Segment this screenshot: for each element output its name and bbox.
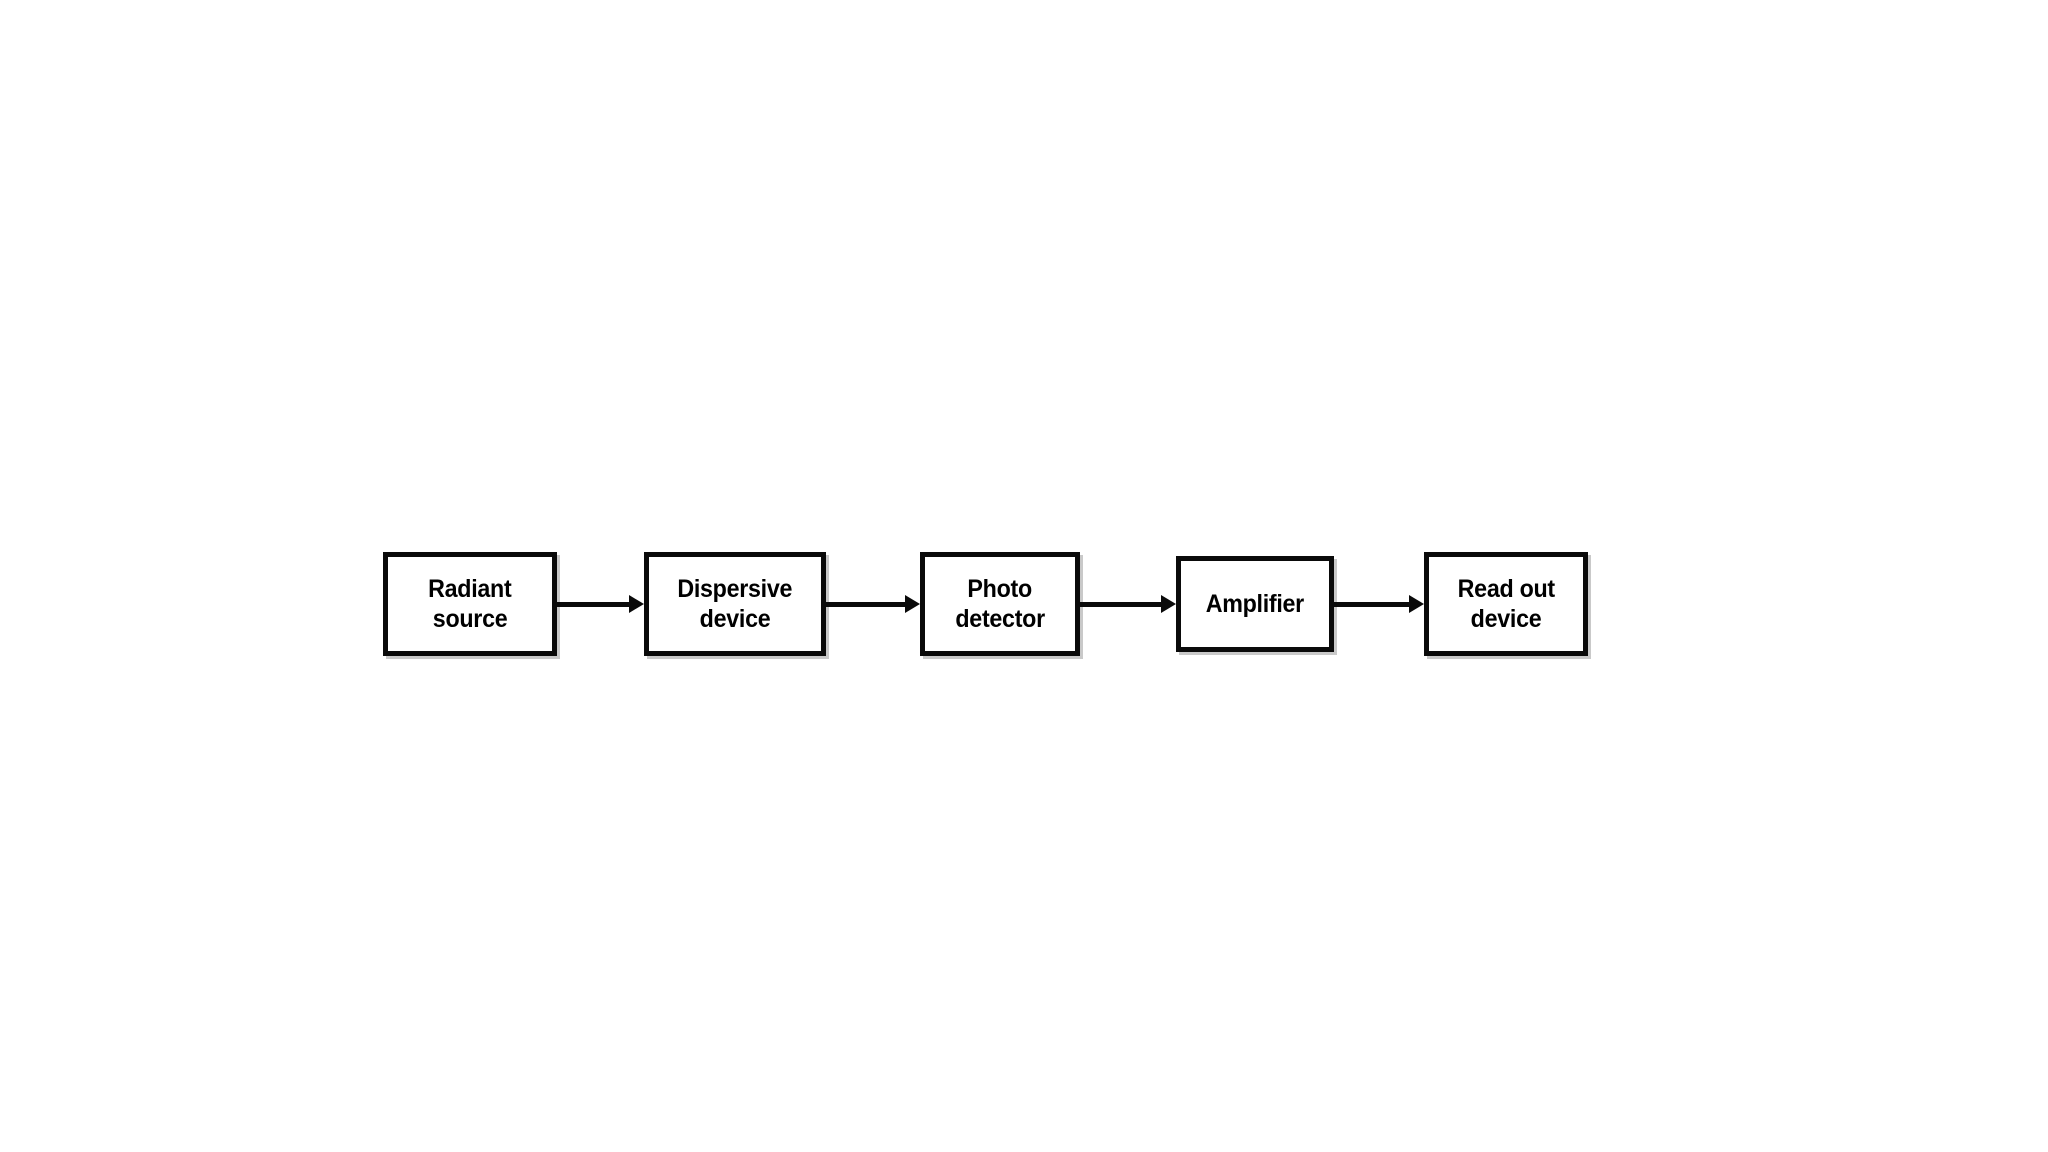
node-radiant-source-label-line2: source: [432, 605, 508, 633]
node-dispersive-device[interactable]: Dispersive device: [644, 552, 826, 656]
node-readout-device-label-line1: Read out: [1457, 574, 1555, 603]
arrow-right-icon-dispersive-to-photodetector: [826, 589, 920, 619]
arrow-head: [629, 595, 644, 613]
arrow-shaft: [557, 601, 630, 607]
arrow-shaft: [1334, 601, 1410, 607]
node-radiant-source-label-line1: Radiant: [428, 574, 512, 603]
node-dispersive-device-label-line2: device: [699, 605, 771, 633]
arrow-head: [905, 595, 920, 613]
node-amplifier-label-line1: Amplifier: [1205, 589, 1305, 618]
node-readout-device[interactable]: Read out device: [1424, 552, 1588, 656]
node-amplifier[interactable]: Amplifier: [1176, 556, 1334, 652]
node-photo-detector-label-line1: Photo: [967, 574, 1033, 603]
node-photo-detector[interactable]: Photo detector: [920, 552, 1080, 656]
node-radiant-source[interactable]: Radiant source: [383, 552, 557, 656]
arrow-head: [1161, 595, 1176, 613]
node-photo-detector-label-line2: detector: [955, 605, 1045, 633]
arrow-right-icon-amplifier-to-readout: [1334, 589, 1424, 619]
process-flow-row: Radiant source Dispersive device Photo d…: [383, 548, 1593, 660]
node-readout-device-label-line2: device: [1470, 605, 1542, 633]
arrow-shaft: [826, 601, 906, 607]
arrow-right-icon-radiant-to-dispersive: [557, 589, 644, 619]
arrow-shaft: [1080, 601, 1162, 607]
arrow-right-icon-photodetector-to-amplifier: [1080, 589, 1176, 619]
node-dispersive-device-label-line1: Dispersive: [677, 574, 793, 603]
arrow-head: [1409, 595, 1424, 613]
